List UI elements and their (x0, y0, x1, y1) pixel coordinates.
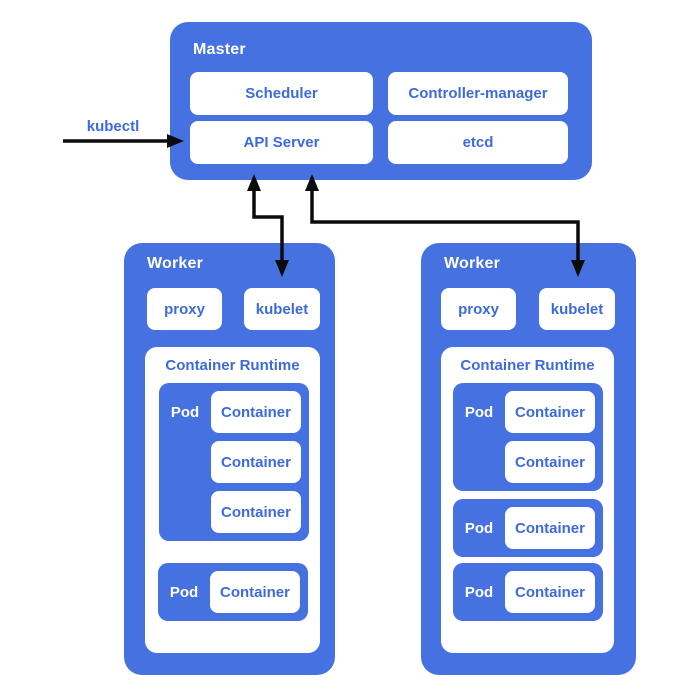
worker-2-title: Worker (444, 255, 501, 272)
worker-1-pod-2: Pod Container (158, 563, 308, 621)
worker-2-container-runtime: Container Runtime Pod Container Containe… (441, 347, 614, 653)
worker-2-pod-2-containers: Container (505, 507, 595, 549)
etcd-box: etcd (388, 121, 568, 164)
worker-1-pod-2-label: Pod (169, 583, 199, 601)
worker-1-runtime-title: Container Runtime (165, 357, 300, 374)
worker-1-kubelet-box: kubelet (244, 288, 320, 330)
master-node-panel: Master Scheduler Controller-manager API … (170, 22, 592, 180)
worker-node-1-panel: Worker proxy kubelet Container Runtime P… (124, 243, 335, 675)
container-box: Container (211, 491, 301, 533)
master-title: Master (193, 41, 246, 58)
controller-manager-box: Controller-manager (388, 72, 568, 115)
worker-2-pod-3-containers: Container (505, 571, 595, 613)
worker-2-kubelet-box: kubelet (539, 288, 615, 330)
worker-2-pod-1-containers: Container Container (505, 391, 595, 483)
worker-node-2-panel: Worker proxy kubelet Container Runtime P… (421, 243, 636, 675)
worker-1-pod-1-label: Pod (170, 403, 200, 421)
container-box: Container (505, 507, 595, 549)
container-box: Container (505, 391, 595, 433)
scheduler-box: Scheduler (190, 72, 373, 115)
worker-1-proxy-box: proxy (147, 288, 222, 330)
worker-2-pod-3: Pod Container (453, 563, 603, 621)
worker-2-runtime-title: Container Runtime (460, 357, 595, 374)
container-box: Container (211, 391, 301, 433)
worker-2-pod-1-label: Pod (464, 403, 494, 421)
kubectl-label: kubectl (86, 118, 140, 135)
worker-2-pod-2: Pod Container (453, 499, 603, 557)
container-box: Container (505, 441, 595, 483)
worker-2-pod-1: Pod Container Container (453, 383, 603, 491)
worker-2-pod-3-label: Pod (464, 583, 494, 601)
worker-1-pod-1: Pod Container Container Container (159, 383, 309, 541)
container-box: Container (211, 441, 301, 483)
worker-1-pod-2-containers: Container (210, 571, 300, 613)
worker-1-title: Worker (147, 255, 204, 272)
worker-2-pod-2-label: Pod (464, 519, 494, 537)
worker-1-pod-1-containers: Container Container Container (211, 391, 301, 533)
container-box: Container (505, 571, 595, 613)
api-server-box: API Server (190, 121, 373, 164)
container-box: Container (210, 571, 300, 613)
worker-1-container-runtime: Container Runtime Pod Container Containe… (145, 347, 320, 653)
worker-2-proxy-box: proxy (441, 288, 516, 330)
